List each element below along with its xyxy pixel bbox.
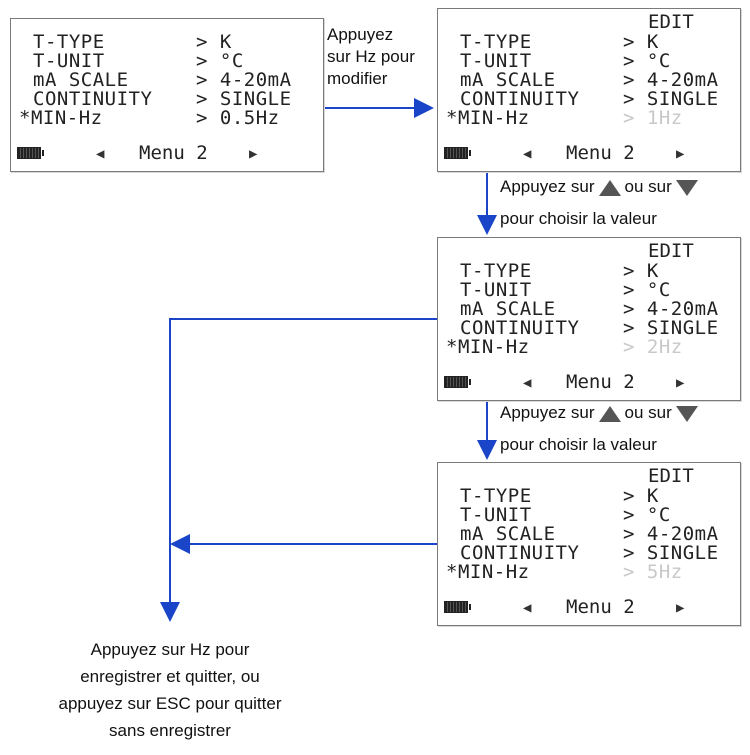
triangle-right-icon: ▶ — [676, 600, 685, 616]
row-min-hz: *MIN-Hz> 2Hz — [446, 336, 683, 358]
triangle-left-icon: ◀ — [523, 146, 532, 162]
row-t-type: T-TYPE> K — [460, 31, 659, 53]
edit-label: EDIT — [648, 465, 694, 487]
row-continuity: CONTINUITY> SINGLE — [460, 542, 719, 564]
row-t-type: T-TYPE> K — [460, 485, 659, 507]
row-ma-scale: mA SCALE> 4-20mA — [460, 298, 719, 320]
row-continuity: CONTINUITY> SINGLE — [460, 317, 719, 339]
annotation-line: appuyez sur ESC pour quitter — [58, 694, 282, 713]
lcd-screen-3: EDIT T-TYPE> K T-UNIT> °C mA SCALE> 4-20… — [437, 237, 741, 401]
triangle-right-icon: ▶ — [249, 146, 258, 162]
annotation-modify: Appuyez sur Hz pour modifier — [327, 24, 415, 90]
row-t-unit: T-UNIT> °C — [460, 50, 671, 72]
battery-icon — [444, 601, 471, 613]
lcd-screen-2: EDIT T-TYPE> K T-UNIT> °C mA SCALE> 4-20… — [437, 8, 741, 172]
row-t-unit: T-UNIT> °C — [460, 279, 671, 301]
row-t-type: T-TYPE> K — [33, 31, 232, 53]
annotation-line: Appuyez — [327, 25, 394, 44]
annotation-save-or-exit: Appuyez sur Hz pour enregistrer et quitt… — [10, 636, 330, 744]
annotation-text: pour choisir la valeur — [500, 209, 657, 228]
battery-icon — [444, 147, 471, 159]
row-continuity: CONTINUITY> SINGLE — [460, 88, 719, 110]
annotation-text: Appuyez sur — [500, 177, 595, 196]
lcd-footer: ◀ Menu 2 ▶ — [438, 143, 740, 163]
annotation-choose-1: Appuyez sur ou sur pour choisir la valeur — [500, 176, 702, 230]
row-ma-scale: mA SCALE> 4-20mA — [460, 69, 719, 91]
row-ma-scale: mA SCALE> 4-20mA — [33, 69, 292, 91]
battery-icon — [17, 147, 44, 159]
arrow-screen3-to-exit — [160, 318, 437, 622]
menu-label: Menu 2 — [139, 142, 208, 164]
triangle-left-icon: ◀ — [523, 375, 532, 391]
down-triangle-icon — [675, 179, 698, 196]
annotation-text: ou sur — [624, 177, 672, 196]
row-ma-scale: mA SCALE> 4-20mA — [460, 523, 719, 545]
menu-label: Menu 2 — [566, 371, 635, 393]
row-t-type: T-TYPE> K — [460, 260, 659, 282]
triangle-left-icon: ◀ — [523, 600, 532, 616]
annotation-text: pour choisir la valeur — [500, 435, 657, 454]
lcd-footer: ◀ Menu 2 ▶ — [11, 143, 323, 163]
annotation-line: enregistrer et quitter, ou — [80, 667, 260, 686]
annotation-choose-2: Appuyez sur ou sur pour choisir la valeur — [500, 402, 702, 456]
triangle-left-icon: ◀ — [96, 146, 105, 162]
annotation-line: sans enregistrer — [109, 721, 231, 740]
lcd-footer: ◀ Menu 2 ▶ — [438, 597, 740, 617]
annotation-text: ou sur — [624, 403, 672, 422]
row-min-hz: *MIN-Hz> 5Hz — [446, 561, 683, 583]
annotation-line: Appuyez sur Hz pour — [90, 640, 250, 659]
triangle-right-icon: ▶ — [676, 146, 685, 162]
row-min-hz: *MIN-Hz> 0.5Hz — [19, 107, 280, 129]
edit-label: EDIT — [648, 240, 694, 262]
row-continuity: CONTINUITY> SINGLE — [33, 88, 292, 110]
lcd-screen-4: EDIT T-TYPE> K T-UNIT> °C mA SCALE> 4-20… — [437, 462, 741, 626]
annotation-text: Appuyez sur — [500, 403, 595, 422]
edit-label: EDIT — [648, 11, 694, 33]
down-triangle-icon — [675, 405, 698, 422]
triangle-right-icon: ▶ — [676, 375, 685, 391]
annotation-line: modifier — [327, 69, 388, 88]
row-t-unit: T-UNIT> °C — [33, 50, 244, 72]
battery-icon — [444, 376, 471, 388]
row-t-unit: T-UNIT> °C — [460, 504, 671, 526]
menu-label: Menu 2 — [566, 596, 635, 618]
up-triangle-icon — [598, 405, 621, 422]
lcd-screen-1: T-TYPE> K T-UNIT> °C mA SCALE> 4-20mA CO… — [10, 18, 324, 172]
menu-label: Menu 2 — [566, 142, 635, 164]
annotation-line: sur Hz pour — [327, 47, 415, 66]
up-triangle-icon — [598, 179, 621, 196]
lcd-footer: ◀ Menu 2 ▶ — [438, 372, 740, 392]
row-min-hz: *MIN-Hz> 1Hz — [446, 107, 683, 129]
